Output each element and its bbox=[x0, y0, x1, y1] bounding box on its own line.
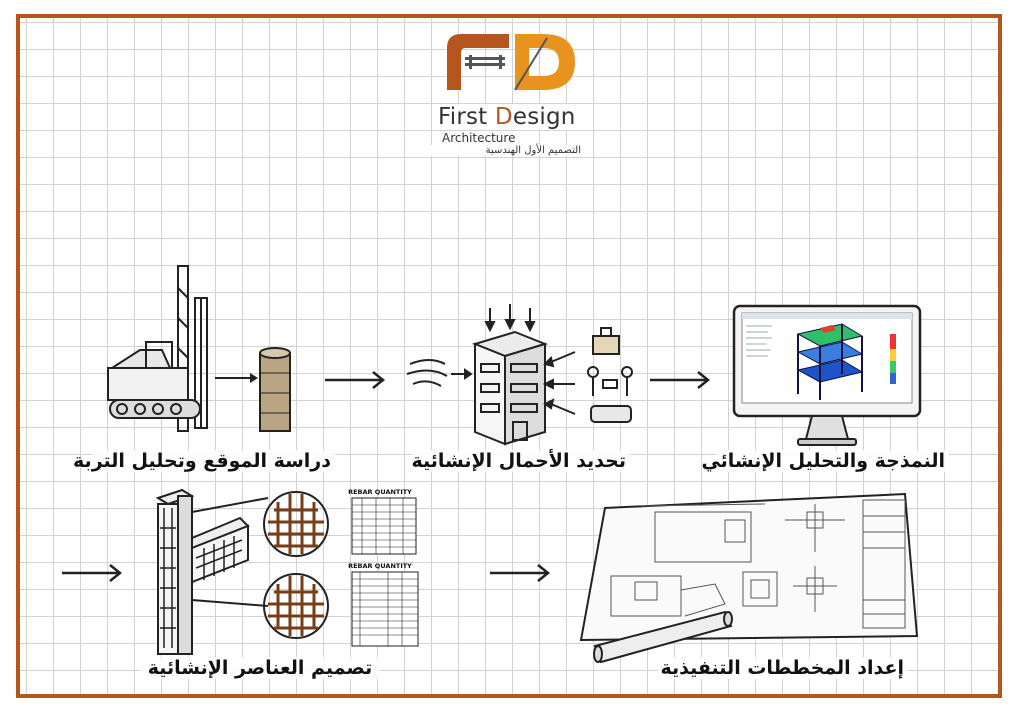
step-3-label: النمذجة والتحليل الإنشائي bbox=[701, 450, 949, 472]
rebar-table-2: REBAR QUANTITY bbox=[348, 562, 419, 647]
blueprint-drawings-icon bbox=[579, 492, 919, 664]
brand-name: First Design bbox=[438, 104, 576, 130]
arrow-right-icon bbox=[62, 564, 123, 582]
step-4-label: تصميم العناصر الإنشائية bbox=[140, 657, 380, 679]
monitor-structural-model-icon bbox=[732, 304, 922, 446]
arrow-right-icon bbox=[325, 371, 386, 389]
rebar-table-1-title: REBAR QUANTITY bbox=[348, 488, 412, 496]
drilling-rig-and-soil-sample-icon bbox=[107, 265, 291, 432]
step-5-label: إعداد المخططات التنفيذية bbox=[658, 657, 908, 679]
rebar-table-2-title: REBAR QUANTITY bbox=[348, 562, 412, 570]
fd-logo-icon bbox=[447, 34, 575, 91]
building-loads-icon bbox=[406, 304, 633, 446]
rebar-table-1: REBAR QUANTITY bbox=[348, 488, 417, 555]
step-1-label: دراسة الموقع وتحليل التربة bbox=[73, 450, 335, 472]
column-beam-reinforcement-icon: REBAR QUANTITY REBAR QUANTITY bbox=[155, 488, 419, 655]
step-2-label: تحديد الأحمال الإنشائية bbox=[411, 450, 630, 472]
arrow-right-icon bbox=[650, 371, 711, 389]
arrow-right-icon bbox=[490, 564, 551, 582]
brand-arabic-name: التصميم الأول الهندسية bbox=[416, 145, 581, 156]
brand-subtitle: Architecture bbox=[442, 131, 516, 145]
